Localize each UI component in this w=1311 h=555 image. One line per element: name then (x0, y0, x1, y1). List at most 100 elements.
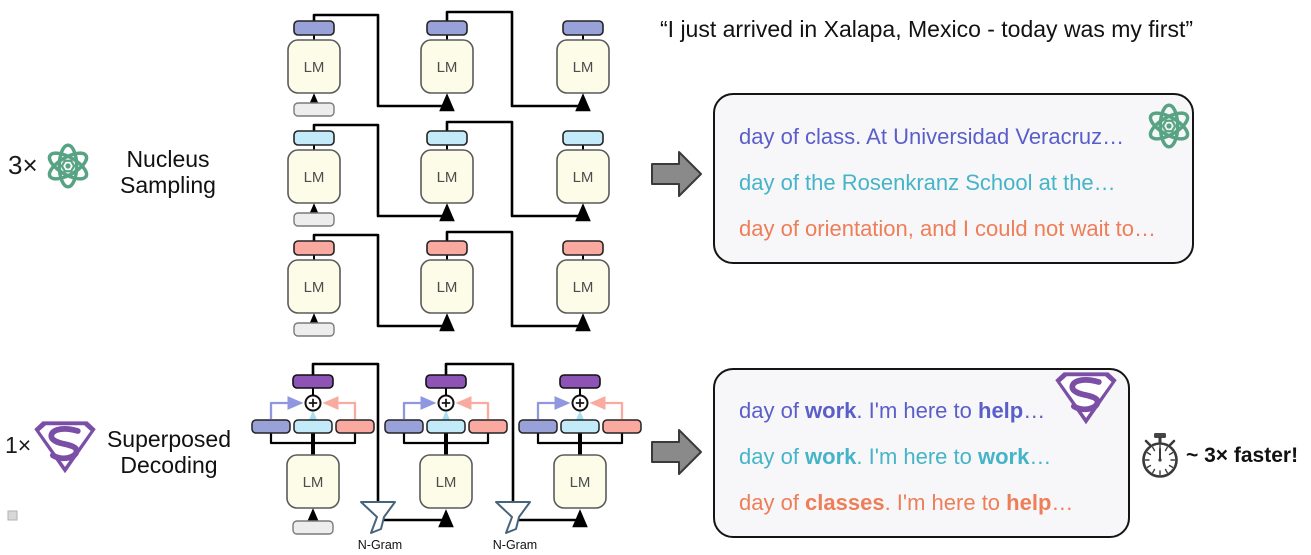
superposed-output-line-1: day of work. I'm here to help… (739, 398, 1046, 423)
flow-arrow-icon (651, 429, 702, 475)
ngram-label: N-Gram (493, 538, 537, 552)
draft2-token (293, 130, 335, 146)
wire (381, 509, 454, 528)
wire (312, 13, 455, 112)
superposed-method-label: Superposed Decoding (106, 426, 232, 478)
wire (516, 509, 588, 528)
atom-icon (1148, 103, 1190, 149)
draft2-token (426, 419, 466, 434)
lm-label: LM (573, 169, 594, 186)
draft2-token (560, 419, 600, 434)
draft1-arrow (269, 396, 304, 419)
flow-arrow-icon (651, 151, 702, 197)
ngram-label: N-Gram (358, 538, 402, 552)
superposed-token (559, 374, 601, 389)
wire (312, 123, 455, 222)
nucleus-output-box: day of class. At Universidad Veracruz… d… (713, 93, 1194, 264)
draft1-token (518, 419, 558, 434)
lm-label: LM (437, 59, 458, 76)
draft3-token (562, 240, 604, 256)
superposed-token (292, 374, 334, 389)
lm-label: LM (436, 474, 457, 491)
superposed-output-box: day of work. I'm here to help… day of wo… (713, 368, 1130, 538)
nucleus-multiplier: 3× (8, 150, 38, 180)
draft3-token (426, 240, 468, 256)
stopwatch-icon (1142, 433, 1178, 478)
draft1-arrow (402, 396, 437, 419)
draft3-arrow (455, 396, 490, 419)
draft1-token (293, 20, 335, 36)
draft2-token (293, 419, 333, 434)
lm-block (553, 454, 607, 509)
superposed-diagram: LM LM (251, 362, 642, 552)
lm-block (420, 149, 474, 204)
lm-block (286, 454, 340, 509)
superposed-unit-3: LM (518, 374, 642, 509)
ngram-funnel-icon (360, 501, 396, 534)
prompt-text: “I just arrived in Xalapa, Mexico - toda… (660, 16, 1193, 42)
nucleus-row-3: LM LM LM (287, 230, 610, 337)
draft3-token (335, 419, 375, 434)
nucleus-method-label: Nucleus Sampling (120, 146, 216, 198)
input-token (293, 102, 335, 117)
wire (444, 362, 515, 512)
superposed-unit-2: LM (384, 374, 508, 509)
resize-handle-artifact (7, 510, 18, 521)
lm-label: LM (304, 169, 325, 186)
draft3-token (602, 419, 642, 434)
wire (311, 362, 380, 512)
draft2-token (562, 130, 604, 146)
lm-block (287, 39, 341, 94)
lm-block (287, 259, 341, 314)
wire (445, 10, 591, 112)
input-token (292, 520, 334, 535)
nucleus-output-line-2: day of the Rosenkranz School at the… (739, 169, 1116, 195)
input-token (293, 322, 335, 337)
wire (445, 230, 591, 332)
lm-block (556, 259, 610, 314)
superposed-output-line-3: day of classes. I'm here to help… (739, 490, 1074, 515)
superposed-multiplier: 1× (5, 432, 32, 458)
draft1-token (384, 419, 424, 434)
lm-block (420, 259, 474, 314)
wire (312, 233, 455, 332)
draft3-token (468, 419, 508, 434)
draft2-token (426, 130, 468, 146)
input-token (293, 212, 335, 227)
draft3-arrow (322, 396, 357, 419)
lm-block (556, 39, 610, 94)
lm-label: LM (437, 169, 458, 186)
nucleus-output-line-1: day of class. At Universidad Veracruz… (739, 123, 1125, 149)
draft3-token (293, 240, 335, 256)
superposed-output-line-2: day of work. I'm here to work… (739, 444, 1052, 469)
lm-block (287, 149, 341, 204)
lm-label: LM (573, 59, 594, 76)
lm-block (419, 454, 473, 509)
lm-label: LM (304, 279, 325, 296)
nucleus-row-2: LM LM LM (287, 120, 610, 227)
lm-label: LM (570, 474, 591, 491)
wire (445, 120, 591, 222)
draft1-token (251, 419, 291, 434)
draft1-token (426, 20, 468, 36)
lm-block (420, 39, 474, 94)
superman-shield-icon (1055, 372, 1117, 425)
speed-note: ~ 3× faster! (1186, 444, 1299, 467)
ngram-funnel-icon (495, 501, 531, 534)
nucleus-row-1: LM LM LM (287, 10, 610, 117)
draft1-arrow (536, 396, 571, 419)
nucleus-output-line-3: day of orientation, and I could not wait… (739, 215, 1157, 241)
superposed-unit-1: LM (251, 374, 375, 535)
lm-label: LM (573, 279, 594, 296)
superposed-token (425, 374, 467, 389)
nucleus-diagram: LM LM LM LM LM LM (287, 10, 610, 337)
lm-label: LM (304, 59, 325, 76)
draft1-token (562, 20, 604, 36)
lm-label: LM (437, 279, 458, 296)
draft3-arrow (589, 396, 624, 419)
lm-label: LM (303, 474, 324, 491)
lm-block (556, 149, 610, 204)
atom-icon (47, 143, 89, 189)
